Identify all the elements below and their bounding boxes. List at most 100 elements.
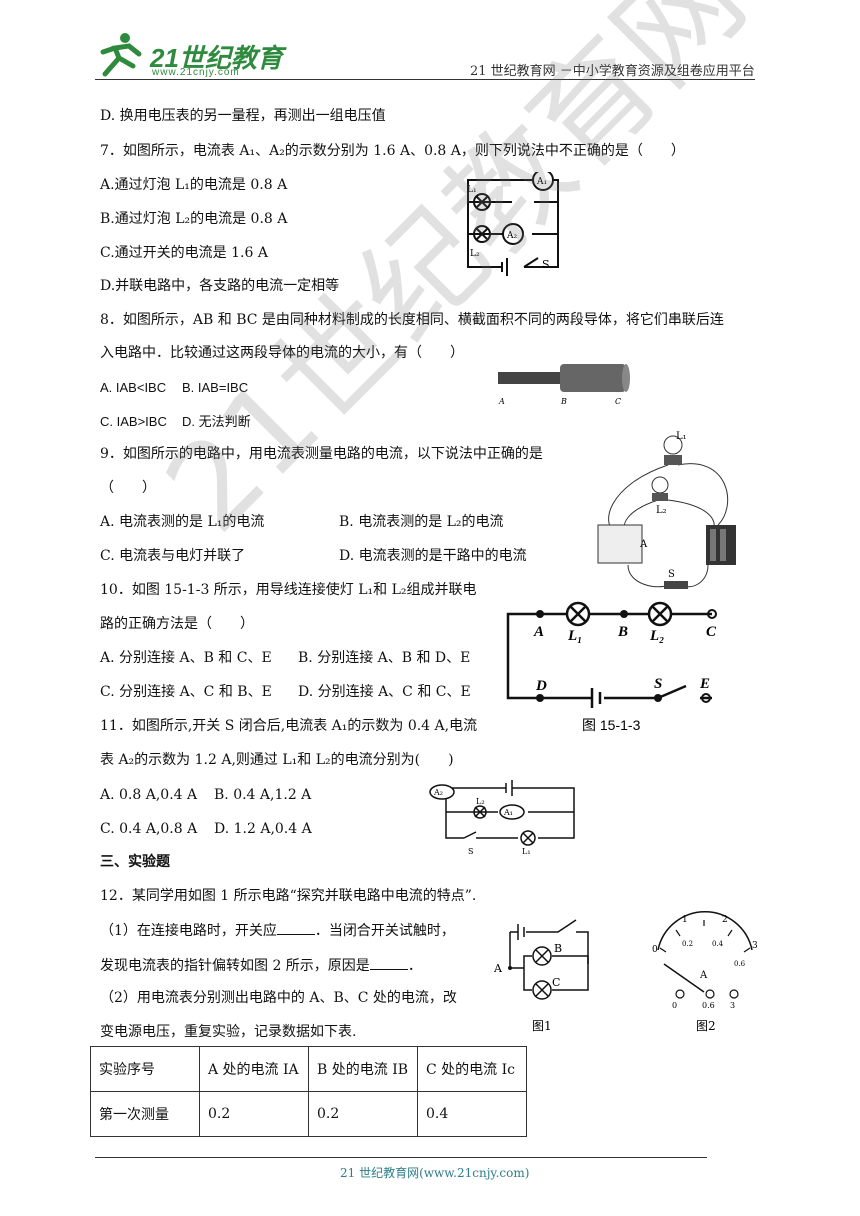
q10-fig-s: S [654,676,662,692]
q12-fig2-caption: 图2 [696,1019,716,1033]
q12-fig2-t0: 0 [652,945,658,955]
header-rule [95,79,755,80]
table-header-cell: B 处的电流 IB [308,1046,418,1092]
q8-conductor-figure: A B C [498,364,630,406]
q7-fig-s: S [542,258,550,271]
q12-fig2-t04: 0.4 [712,940,724,948]
q10-fig-caption: 图 15-1-3 [582,717,641,733]
q10-fig-e: E [699,676,710,692]
q9-fig-s: S [668,569,675,580]
q12-stem: 12．某同学用如图 1 所示电路“探究并联电路中电流的特点”. [100,888,477,904]
table-row: 第一次测量 0.2 0.2 0.4 [90,1091,527,1137]
q10-fig-b: B [617,624,628,640]
q8-option-a: A. IAB<IBC [100,380,167,395]
table-cell: 0.4 [417,1091,527,1137]
q9-fig-l2: L₂ [656,505,667,516]
q7-stem: 7．如图所示，电流表 A₁、A₂的示数分别为 1.6 A、0.8 A，则下列说法… [100,143,685,159]
q12-part1-line1: （1）在连接电路时，开关应 ．当闭合开关试触时， [100,920,455,940]
q7-fig-a1: A₁ [536,177,547,187]
q9-stem-line2: （ ） [100,480,156,496]
q12-fig2-a: A [699,970,708,981]
q8-option-c: C. IAB>IBC [100,414,167,429]
q7-option-b: B.通过灯泡 L₂的电流是 0.8 A [100,211,288,227]
table-header-row: 实验序号 A 处的电流 IA B 处的电流 IB C 处的电流 Ic [90,1046,527,1092]
q11-option-b: B. 0.4 A,1.2 A [214,787,312,803]
q11-fig-l2: L₂ [476,797,485,806]
q7-option-c: C.通过开关的电流是 1.6 A [100,245,268,261]
q10-fig-l2: L₂ [649,628,664,644]
q8-stem-line1: 8．如图所示，AB 和 BC 是由同种材料制成的长度相同、横截面积不同的两段导体… [100,312,724,328]
q12-fig1-c: C [552,976,560,989]
q12-fig1-caption: 图1 [532,1019,552,1033]
q12-blank-1[interactable] [276,920,315,935]
q12-fig2-t1: 1 [682,915,688,925]
q7-fig-l2: L₂ [470,249,480,259]
table-header-cell: A 处的电流 IA [199,1046,309,1092]
q10-option-d: D. 分别连接 A、C 和 C、E [298,684,471,700]
header-right-text: 21 世纪教育网 －中小学教育资源及组卷应用平台 [470,64,755,79]
table-cell: 0.2 [199,1091,309,1137]
q8-stem-line2: 入电路中．比较通过这两段导体的电流的大小，有（ ） [100,345,464,361]
q12-part1-b: ．当闭合开关试触时， [314,923,455,939]
q8-fig-c: C [615,397,621,406]
q11-option-a: A. 0.8 A,0.4 A [100,787,198,803]
q10-option-c: C. 分别连接 A、C 和 B、E [100,684,272,700]
q11-circuit-figure: A₂ L₂ A₁ S L₁ [429,780,575,856]
q10-circuit-figure: A L₁ B L₂ C D S E 图 15-1-3 [506,601,717,733]
q11-fig-a2: A₂ [433,788,443,797]
q7-fig-a2: A₂ [506,231,517,241]
q8-fig-b: B [560,397,567,406]
q11-fig-l1: L₁ [522,847,531,856]
section-title-experiment: 三、实验题 [100,854,170,870]
q12-fig1-a: A [493,962,503,975]
q10-stem-line1: 10．如图 15-1-3 所示，用导线连接使灯 L₁和 L₂组成并联电 [100,582,477,598]
q12-fig2-ammeter: 0 1 2 3 0.2 0.4 0.6 A 0 0.6 3 图2 [652,911,758,1033]
q9-option-a: A. 电流表测的是 L₁的电流 [100,514,265,530]
q6-option-d: D. 换用电压表的另一量程，再测出一组电压值 [100,108,386,124]
footer-rule [95,1157,707,1158]
q10-fig-c: C [706,624,717,640]
q11-stem-line1: 11．如图所示,开关 S 闭合后,电流表 A₁的示数为 0.4 A,电流 [100,718,478,734]
q10-fig-a: A [533,624,544,640]
q7-fig-l1: L₁ [467,185,477,195]
q9-option-b: B. 电流表测的是 L₂的电流 [339,514,504,530]
logo-runner-icon [100,33,142,77]
q12-part1-a: （1）在连接电路时，开关应 [100,923,277,939]
q7-option-a: A.通过灯泡 L₁的电流是 0.8 A [100,177,288,193]
q10-stem-line2: 路的正确方法是（ ） [100,616,254,632]
experiment-data-table: 实验序号 A 处的电流 IA B 处的电流 IB C 处的电流 Ic 第一次测量… [90,1046,527,1137]
q12-blank-2[interactable] [369,955,408,970]
q10-fig-d: D [535,678,547,694]
q12-fig2-t06: 0.6 [734,960,746,968]
logo-url: www.21cnjy.com [152,67,240,78]
table-cell: 第一次测量 [90,1091,200,1137]
q10-fig-l1: L₁ [567,628,582,644]
q12-fig1-circuit: A B C 图1 [493,919,589,1033]
q12-fig2-n06: 0.6 [702,1001,715,1010]
q8-option-d: D. 无法判断 [182,414,251,429]
footer-text: 21 世纪教育网(www.21cnjy.com) [340,1166,530,1180]
q12-fig2-t3: 3 [752,941,758,951]
q7-option-d: D.并联电路中，各支路的电流一定相等 [100,278,340,294]
q9-fig-l1: L₁ [676,431,687,442]
q12-part2-line2: 变电源电压，重复实验，记录数据如下表. [100,1024,357,1040]
q11-stem-line2: 表 A₂的示数为 1.2 A,则通过 L₁和 L₂的电流分别为( ) [100,752,454,768]
table-header-cell: 实验序号 [90,1046,200,1092]
q8-option-b: B. IAB=IBC [182,380,249,395]
q9-option-c: C. 电流表与电灯并联了 [100,548,246,564]
q12-fig2-n0: 0 [672,1001,677,1010]
table-header-cell: C 处的电流 Ic [417,1046,527,1092]
q9-stem-line1: 9．如图所示的电路中，用电流表测量电路的电流，以下说法中正确的是 [100,446,543,462]
q7-circuit-figure: L₁ A₁ A₂ L₂ S [467,172,559,276]
q9-circuit-figure: L₁ L₂ A S [597,431,736,589]
q9-option-d: D. 电流表测的是干路中的电流 [339,548,527,564]
q9-fig-a: A [639,539,648,550]
q12-part1-c: 发现电流表的指针偏转如图 2 所示，原因是 [100,958,370,974]
q12-fig1-b: B [554,942,562,955]
q12-part1-d: ． [407,958,422,974]
q10-option-a: A. 分别连接 A、B 和 C、E [100,650,272,666]
q11-fig-s: S [468,847,473,856]
q11-option-c: C. 0.4 A,0.8 A [100,821,198,837]
logo-text: 21世纪教育 [150,43,283,73]
q12-fig2-t2: 2 [722,915,728,925]
